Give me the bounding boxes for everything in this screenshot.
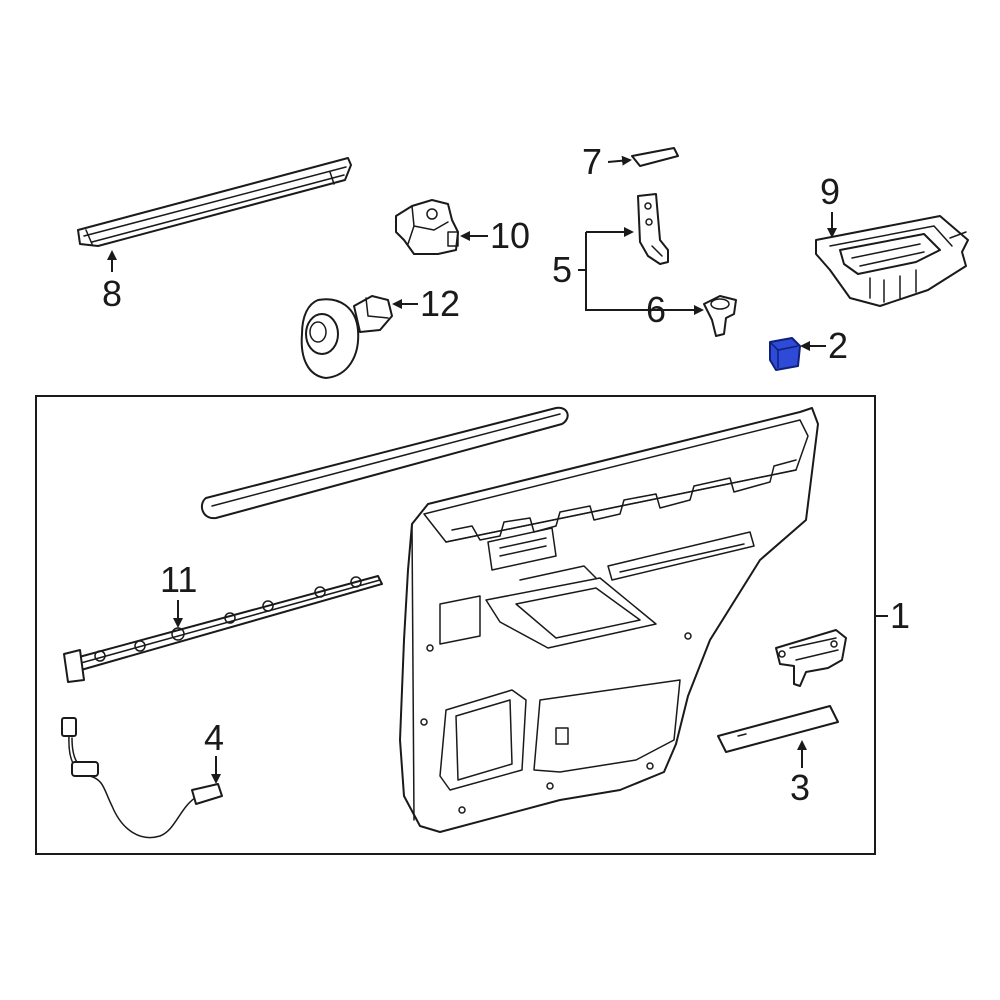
part-6-clip[interactable]: [703, 295, 737, 337]
callout-label-12[interactable]: 12: [420, 283, 460, 324]
part-9-switch-bezel[interactable]: [815, 215, 969, 307]
inside-handle-bracket: [775, 629, 847, 687]
callout-bracket-5: [585, 232, 700, 311]
callout-label-4[interactable]: 4: [204, 717, 224, 758]
callout-label-6[interactable]: 6: [646, 289, 666, 330]
armrest-grip-strip: [200, 406, 569, 520]
callout-label-7[interactable]: 7: [582, 141, 602, 182]
door-trim-panel: [399, 407, 819, 833]
part-2-switch-knob-highlighted[interactable]: [769, 337, 801, 371]
callout-label-5[interactable]: 5: [552, 249, 572, 290]
assembly-frame: [35, 395, 876, 855]
callout-label-10[interactable]: 10: [490, 215, 530, 256]
callout-label-8[interactable]: 8: [102, 273, 122, 314]
part-11-wire-harness-rail[interactable]: [63, 575, 383, 683]
part-7-pad[interactable]: [631, 147, 679, 167]
part-12-lamp-socket[interactable]: [300, 295, 393, 379]
callout-label-9[interactable]: 9: [820, 171, 840, 212]
part-5-bracket[interactable]: [637, 193, 669, 265]
part-3-pad[interactable]: [717, 705, 839, 753]
part-10-switch-clip[interactable]: [395, 199, 459, 255]
part-4-wire-harness[interactable]: [61, 717, 223, 839]
part-8-belt-moulding[interactable]: [77, 157, 352, 247]
callout-label-11[interactable]: 11: [160, 559, 197, 600]
callout-label-2[interactable]: 2: [828, 325, 848, 366]
callout-label-1[interactable]: 1: [890, 595, 910, 636]
callout-label-3[interactable]: 3: [790, 767, 810, 808]
callout-leader-7: [607, 155, 632, 166]
